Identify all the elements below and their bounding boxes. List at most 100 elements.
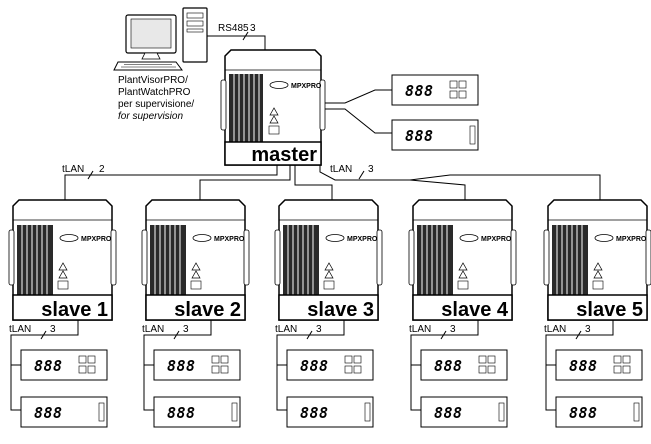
display-button[interactable] <box>622 355 631 364</box>
slave-display-4-a: 888 <box>420 349 508 381</box>
display-button[interactable] <box>344 365 353 374</box>
slave-display-wiring <box>545 320 614 411</box>
display-button[interactable] <box>78 365 87 374</box>
carel-logo-icon <box>459 234 479 242</box>
display-button[interactable] <box>478 365 487 374</box>
tlan-slaves-label: tLAN <box>62 164 84 175</box>
slave-controller-4: MPXPRO slave 4 <box>408 199 517 321</box>
network-wiring <box>64 89 601 200</box>
heat-sink <box>417 225 453 295</box>
slave-display-3-a: 888 <box>286 349 374 381</box>
display-button[interactable] <box>487 365 496 374</box>
warning-icon <box>458 262 468 271</box>
warning-icon <box>191 262 201 271</box>
display-button[interactable] <box>449 80 458 89</box>
display-button[interactable] <box>78 355 87 364</box>
display-digits: 888 <box>569 404 598 422</box>
display-button[interactable] <box>344 355 353 364</box>
display-button[interactable] <box>220 365 229 374</box>
warning-icon <box>269 107 279 116</box>
tlan-slaves-wire-count: 2 <box>99 164 105 175</box>
rs485-wire-count: 3 <box>250 23 256 34</box>
warning-icon <box>593 262 603 271</box>
monitor-icon <box>125 14 177 60</box>
tlan-master-displays-mark: tLAN 3 <box>330 164 374 180</box>
tlan-slave-display-wire-count: 3 <box>450 324 456 335</box>
rs485-cable: RS485 3 <box>207 23 266 50</box>
display-digits: 888 <box>405 82 434 100</box>
display-button[interactable] <box>622 365 631 374</box>
heat-sink <box>229 74 263 142</box>
display-digits: 888 <box>300 404 329 422</box>
display-button[interactable] <box>220 355 229 364</box>
master-display-2: 888 <box>391 119 479 151</box>
pc-label-line-4: for supervision <box>118 111 183 122</box>
slave-controllers: MPXPRO slave 1 tLAN 3 888 888 MPXPRO slave 2 tLA… <box>8 199 651 428</box>
slave-brand: MPXPRO <box>481 236 512 243</box>
tower-icon <box>182 7 208 63</box>
tlan-slave-display-label: tLAN <box>142 324 164 335</box>
warning-icon <box>458 270 468 279</box>
slave-brand: MPXPRO <box>81 236 112 243</box>
display-digits: 888 <box>405 127 434 145</box>
tlan-slaves-mark: tLAN 2 <box>62 164 105 180</box>
slave-label-3: slave 3 <box>307 299 374 321</box>
slave-display-5-a: 888 <box>555 349 643 381</box>
slave-brand: MPXPRO <box>616 236 647 243</box>
display-button[interactable] <box>353 355 362 364</box>
master-display-1: 888 <box>391 74 479 106</box>
display-button[interactable] <box>87 355 96 364</box>
display-button[interactable] <box>478 355 487 364</box>
slave-display-wiring <box>410 320 479 411</box>
slave-display-3-b: 888 <box>286 396 374 428</box>
slave-label-2: slave 2 <box>174 299 241 321</box>
carel-logo-icon <box>325 234 345 242</box>
master-controller: MPXPRO master <box>220 49 326 166</box>
display-digits: 888 <box>569 357 598 375</box>
slave-label-4: slave 4 <box>441 299 509 321</box>
display-button[interactable] <box>211 365 220 374</box>
display-button[interactable] <box>458 90 467 99</box>
slave-display-2-a: 888 <box>153 349 241 381</box>
tlan-master-label: tLAN <box>330 164 352 175</box>
warning-icon <box>58 270 68 279</box>
tlan-slave-display-wire-count: 3 <box>183 324 189 335</box>
master-brand: MPXPRO <box>291 83 322 90</box>
pc-label-line-1: PlantVisorPRO/ <box>118 75 188 86</box>
display-button[interactable] <box>613 355 622 364</box>
display-button[interactable] <box>613 365 622 374</box>
pc-label-line-3: per supervisione/ <box>118 99 194 110</box>
display-button[interactable] <box>449 90 458 99</box>
display-button[interactable] <box>87 365 96 374</box>
pc-label-line-2: PlantWatchPRO <box>118 87 191 98</box>
tlan-slave-display-wire-count: 3 <box>316 324 322 335</box>
slave-display-wiring <box>10 320 79 411</box>
slave-display-5-b: 888 <box>555 396 643 428</box>
display-digits: 888 <box>34 404 63 422</box>
warning-icon <box>593 270 603 279</box>
tlan-slave-display-wire-count: 3 <box>585 324 591 335</box>
warning-icon <box>58 262 68 271</box>
slave-display-wiring <box>143 320 212 411</box>
tlan-slave-display-label: tLAN <box>275 324 297 335</box>
display-digits: 888 <box>167 357 196 375</box>
tlan-slave-display-label: tLAN <box>9 324 31 335</box>
tlan-slave-display-label: tLAN <box>544 324 566 335</box>
slave-controller-1: MPXPRO slave 1 <box>8 199 117 321</box>
heat-sink <box>150 225 186 295</box>
slave-display-1-a: 888 <box>20 349 108 381</box>
carel-logo-icon <box>192 234 212 242</box>
slave-label-1: slave 1 <box>41 299 108 321</box>
master-label: master <box>251 144 317 166</box>
display-button[interactable] <box>458 80 467 89</box>
display-button[interactable] <box>487 355 496 364</box>
warning-icon <box>191 270 201 279</box>
tlan-slave-display-wire-count: 3 <box>50 324 56 335</box>
slave-display-2-b: 888 <box>153 396 241 428</box>
display-button[interactable] <box>211 355 220 364</box>
display-button[interactable] <box>353 365 362 374</box>
display-digits: 888 <box>434 357 463 375</box>
